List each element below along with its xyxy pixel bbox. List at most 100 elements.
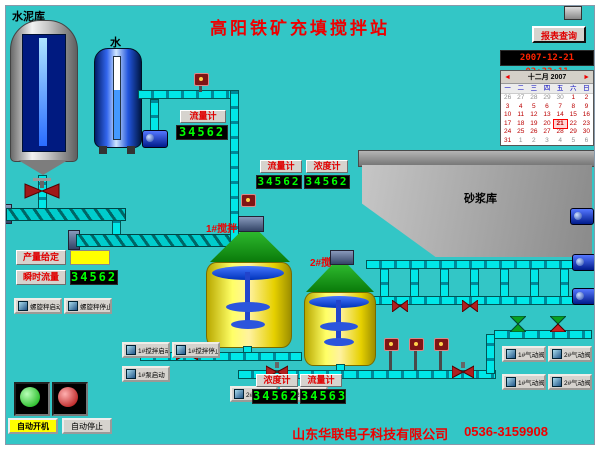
- calendar-day[interactable]: 23: [582, 119, 591, 127]
- gauge-stem: [414, 349, 417, 370]
- calendar-day[interactable]: 18: [517, 119, 525, 127]
- mixer1-agitator-shaft: [245, 272, 250, 328]
- calendar-day[interactable]: 3: [545, 136, 549, 144]
- calendar-day[interactable]: 19: [530, 119, 538, 127]
- silo-valve-icon[interactable]: [22, 178, 62, 200]
- flow-meter-bottom-label: 流量计: [300, 374, 342, 387]
- pressure-gauge-icon: [384, 338, 399, 351]
- mixer1-agitator-blade: [231, 320, 265, 329]
- calendar-day[interactable]: 26: [530, 128, 538, 135]
- button-label: 1#气动阀: [518, 352, 545, 359]
- calendar-day[interactable]: 7: [558, 102, 562, 110]
- pneumatic-valve2-button-2[interactable]: 2#气动阀: [548, 374, 592, 390]
- button-label: 1#泵启动: [138, 372, 165, 379]
- pneumatic-valve2-button[interactable]: 2#气动阀: [548, 346, 592, 362]
- calendar-day[interactable]: 1: [571, 94, 576, 101]
- green-light-icon: [20, 387, 40, 407]
- calendar-day[interactable]: 29: [543, 94, 551, 101]
- calendar-day[interactable]: 28: [556, 128, 564, 135]
- calendar-day[interactable]: 4: [558, 136, 562, 144]
- calendar-day[interactable]: 17: [503, 119, 512, 127]
- calendar-day[interactable]: 28: [530, 94, 538, 101]
- auto-start-button[interactable]: 自动开机: [8, 418, 58, 434]
- calendar-day[interactable]: 21: [552, 118, 568, 129]
- calendar-day[interactable]: 25: [517, 128, 525, 135]
- screw-scale-start-button[interactable]: 螺旋秤启动: [14, 298, 62, 314]
- calendar-day[interactable]: 2: [584, 94, 589, 101]
- slurry-store-label: 砂浆库: [464, 193, 497, 205]
- instant-flow-display: 34562: [70, 270, 118, 285]
- slurry-drop-pipe: [380, 268, 389, 298]
- pump1-start-button[interactable]: 1#泵启动: [122, 366, 170, 382]
- calendar-weekday: 六: [570, 85, 577, 92]
- calendar-weekday: 日: [583, 85, 590, 92]
- valve-icon[interactable]: [462, 300, 478, 312]
- calendar-day[interactable]: 16: [582, 111, 591, 118]
- calendar-day[interactable]: 29: [569, 128, 577, 135]
- slurry-drop-pipe: [440, 268, 449, 298]
- tool-icon[interactable]: [564, 6, 582, 20]
- calendar-title: 十二月 2007: [527, 74, 567, 81]
- calendar-day[interactable]: 3: [505, 102, 510, 110]
- calendar-day[interactable]: 13: [543, 111, 551, 118]
- calendar-weekday: 五: [556, 85, 564, 92]
- calendar-day[interactable]: 14: [556, 111, 564, 118]
- slurry-pump[interactable]: [572, 288, 596, 305]
- calendar-day[interactable]: 6: [584, 136, 589, 144]
- auto-stop-button[interactable]: 自动停止: [62, 418, 112, 434]
- calendar-day[interactable]: 26: [503, 94, 512, 101]
- calendar-day[interactable]: 11: [517, 111, 525, 118]
- calendar-day[interactable]: 10: [503, 111, 512, 118]
- pneumatic-valve1-icon[interactable]: [510, 316, 526, 332]
- button-icon: [552, 349, 562, 359]
- calendar-day[interactable]: 31: [503, 136, 512, 144]
- mixer1-stop-button[interactable]: 1#搅拌停止: [172, 342, 220, 358]
- cement-silo-cone: [18, 160, 68, 175]
- calendar-day[interactable]: 30: [582, 128, 591, 135]
- pressure-gauge-icon: [241, 194, 256, 207]
- calendar-day[interactable]: 5: [571, 136, 576, 144]
- slurry-pump[interactable]: [572, 254, 596, 271]
- pneumatic-valve1-button[interactable]: 1#气动阀: [502, 346, 546, 362]
- density-meter-mid-label: 浓度计: [306, 160, 348, 173]
- mixer1-start-button[interactable]: 1#搅拌启动: [122, 342, 170, 358]
- production-setpoint-input[interactable]: [70, 250, 110, 265]
- calendar-day[interactable]: 20: [543, 119, 551, 127]
- flow-meter-mid-display: 34562: [256, 175, 302, 189]
- calendar-day[interactable]: 6: [545, 102, 549, 110]
- calendar-weekday: 三: [530, 85, 538, 92]
- calendar-prev-icon[interactable]: ◄: [504, 73, 511, 81]
- density-meter-bottom-display: 34562: [252, 389, 300, 404]
- calendar-weekday: 四: [543, 85, 551, 92]
- company-name: 山东华联电子科技有限公司: [292, 427, 449, 442]
- calendar-day[interactable]: 27: [543, 128, 551, 135]
- calendar-day[interactable]: 27: [517, 94, 525, 101]
- valve-icon[interactable]: [392, 300, 408, 312]
- valve-icon[interactable]: [452, 362, 474, 378]
- calendar-day[interactable]: 22: [569, 119, 577, 127]
- mixer1-label: 1#搅拌: [206, 224, 238, 235]
- calendar-day[interactable]: 24: [503, 128, 512, 135]
- pneumatic-valve1-button-2[interactable]: 1#气动阀: [502, 374, 546, 390]
- slurry-pump[interactable]: [570, 208, 594, 225]
- calendar-day[interactable]: 5: [532, 102, 536, 110]
- screw-scale-stop-button[interactable]: 螺旋秤停止: [64, 298, 112, 314]
- calendar-day[interactable]: 4: [518, 102, 523, 110]
- button-icon: [68, 301, 78, 311]
- button-label: 螺旋秤启动: [30, 304, 62, 311]
- pneumatic-valve2-icon[interactable]: [550, 316, 566, 332]
- calendar-day[interactable]: 15: [569, 111, 577, 118]
- calendar-day[interactable]: 12: [530, 111, 538, 118]
- calendar-day[interactable]: 9: [584, 102, 589, 110]
- report-query-button[interactable]: 报表查询: [532, 26, 586, 43]
- calendar-day[interactable]: 1: [518, 136, 523, 144]
- calendar-day[interactable]: 30: [556, 94, 564, 101]
- water-pump[interactable]: [142, 130, 168, 148]
- calendar-next-icon[interactable]: ►: [583, 73, 590, 81]
- button-icon: [126, 369, 136, 379]
- flow-meter-top-display: 34562: [176, 125, 228, 140]
- calendar-day[interactable]: 8: [571, 102, 576, 110]
- red-light-icon: [58, 387, 78, 407]
- calendar-day[interactable]: 2: [532, 136, 536, 144]
